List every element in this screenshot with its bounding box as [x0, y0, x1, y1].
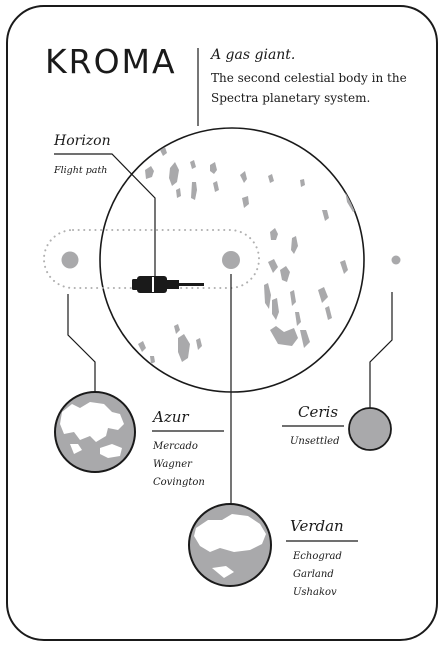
small-moon-center — [222, 251, 240, 269]
ship-name: Horizon — [54, 133, 111, 149]
gas-giant-surface-spots — [138, 147, 357, 364]
brand-logo: KROMA — [45, 42, 177, 81]
verdan-settlement: Ushakov — [293, 587, 337, 598]
verdan-name: Verdan — [290, 517, 344, 535]
azur-settlement: Covington — [153, 477, 205, 488]
planet-description-line-1: The second celestial body in the — [211, 71, 407, 85]
azur-name: Azur — [153, 408, 189, 426]
orbit-path — [43, 229, 260, 289]
azur-settlement: Wagner — [153, 459, 192, 470]
verdan-settlement: Echograd — [293, 551, 342, 562]
azur-settlement: Mercado — [153, 441, 198, 452]
ceris-moon — [348, 407, 392, 451]
azur-moon — [54, 391, 136, 473]
leader-lines — [54, 48, 393, 542]
card-frame — [6, 5, 438, 641]
ceris-name: Ceris — [298, 403, 339, 421]
horizon-ship-icon — [132, 276, 204, 293]
planet-tagline: A gas giant. — [211, 47, 296, 63]
small-moon-right — [391, 255, 401, 265]
ceris-status: Unsettled — [290, 436, 340, 447]
ship-subtitle: Flight path — [54, 165, 108, 176]
verdan-settlement: Garland — [293, 569, 334, 580]
verdan-moon — [188, 503, 272, 587]
planet-description-line-2: Spectra planetary system. — [211, 91, 371, 105]
small-moon-left — [61, 251, 79, 269]
